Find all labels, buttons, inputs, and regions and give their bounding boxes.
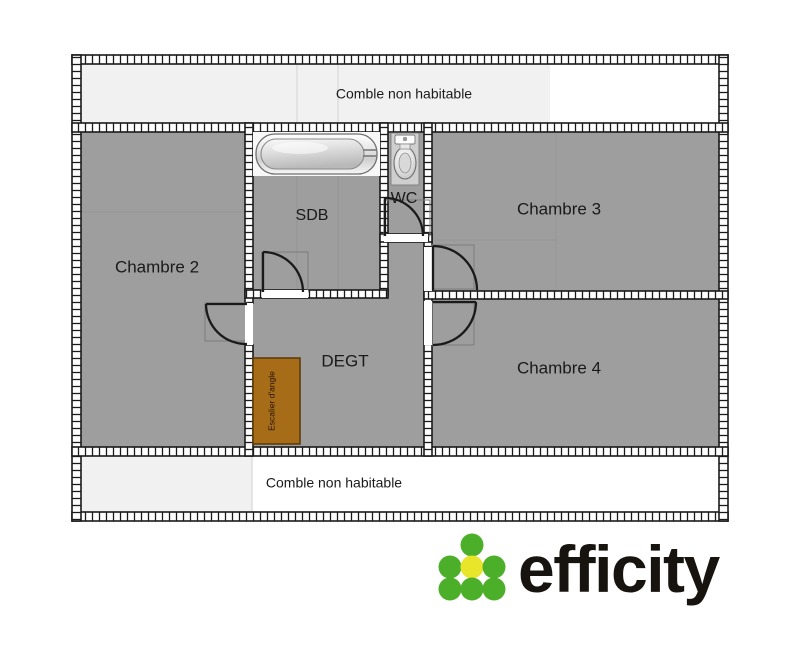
stairs-label: Escalier d'angle: [266, 371, 276, 431]
door-wc: [383, 196, 431, 242]
door-chambre-2: [204, 302, 253, 346]
exterior-walls: [71, 54, 729, 522]
room-label-chambre-3: Chambre 3: [517, 199, 601, 218]
attic-zone-bottom: [80, 455, 720, 512]
attic-zone-top: [80, 63, 720, 123]
room-area-chambre-2: [80, 132, 245, 447]
stairs-fixture: Escalier d'angle: [252, 357, 301, 445]
door-sdb: [261, 250, 309, 298]
door-chambre-3: [424, 244, 479, 291]
room-label-comble-bottom: Comble non habitable: [266, 475, 402, 491]
room-area-chambre-4: [432, 299, 720, 447]
room-label-comble-top: Comble non habitable: [336, 86, 472, 102]
logo-dots-icon: [438, 533, 506, 601]
logo-wordmark: efficity: [518, 532, 721, 606]
room-label-chambre-2: Chambre 2: [115, 257, 199, 276]
toilet-fixture: [390, 132, 420, 186]
efficity-logo: efficity: [438, 532, 722, 606]
room-label-degt: DEGT: [321, 351, 368, 370]
room-label-sdb: SDB: [296, 207, 329, 224]
room-label-chambre-4: Chambre 4: [517, 358, 601, 377]
door-chambre-4: [424, 300, 478, 347]
bathtub-fixture: [253, 132, 380, 176]
room-label-wc: WC: [391, 190, 418, 207]
room-area-chambre-3: [432, 132, 720, 291]
